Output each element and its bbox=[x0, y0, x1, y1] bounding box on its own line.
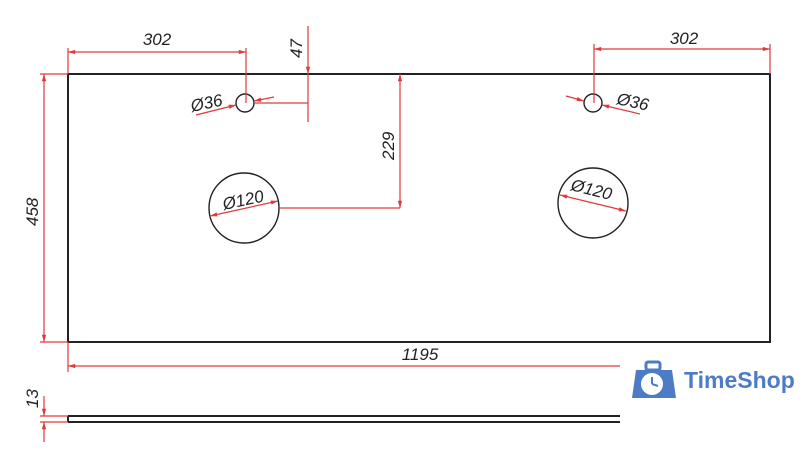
svg-text:47: 47 bbox=[287, 39, 306, 58]
dimension-47: 47 bbox=[255, 26, 311, 122]
dimension-229: 229 bbox=[280, 74, 403, 209]
countertop-outline bbox=[67, 73, 771, 343]
dimension-1195: 1195 bbox=[67, 342, 620, 372]
large-hole-left bbox=[208, 172, 280, 244]
small-hole-left bbox=[235, 93, 255, 113]
svg-text:13: 13 bbox=[23, 389, 42, 408]
dimension-13: 13 bbox=[23, 389, 68, 442]
svg-text:302: 302 bbox=[143, 30, 172, 49]
small-hole-right bbox=[583, 93, 603, 113]
svg-text:Ø36: Ø36 bbox=[188, 91, 225, 117]
svg-text:458: 458 bbox=[23, 197, 42, 226]
svg-text:229: 229 bbox=[379, 131, 398, 161]
svg-text:Ø36: Ø36 bbox=[614, 89, 651, 115]
label-large-hole-left: Ø120 bbox=[209, 187, 279, 217]
svg-text:1195: 1195 bbox=[402, 345, 439, 364]
side-view-plate bbox=[67, 415, 620, 423]
timeshop-logo: TimeShop bbox=[630, 360, 795, 400]
svg-text:Ø120: Ø120 bbox=[220, 187, 266, 215]
dimension-302-left: 302 bbox=[67, 30, 247, 103]
svg-text:Ø120: Ø120 bbox=[568, 175, 614, 204]
large-hole-right bbox=[557, 167, 629, 239]
dimension-302-right: 302 bbox=[593, 29, 771, 103]
label-large-hole-right: Ø120 bbox=[559, 175, 627, 212]
logo-text: TimeShop bbox=[684, 366, 795, 393]
svg-text:302: 302 bbox=[670, 29, 699, 48]
clock-bag-icon bbox=[632, 360, 676, 398]
label-small-hole-right: Ø36 bbox=[565, 89, 651, 115]
dimension-458: 458 bbox=[23, 73, 68, 343]
